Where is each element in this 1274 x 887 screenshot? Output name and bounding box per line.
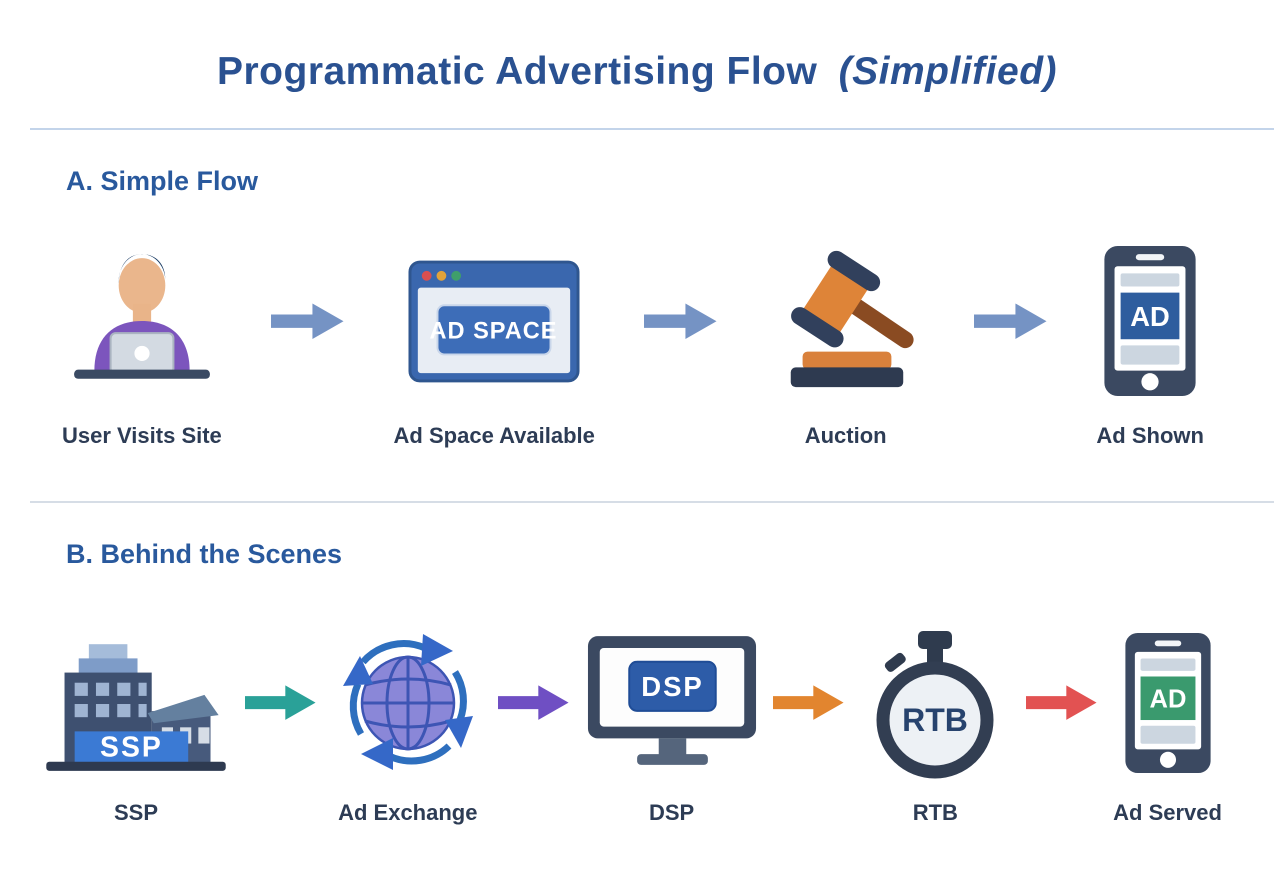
step-label: Ad Served bbox=[1113, 800, 1222, 825]
step-label: Ad Shown bbox=[1096, 423, 1204, 448]
step-user-visits-site: User Visits Site bbox=[62, 241, 222, 449]
user-at-laptop-icon bbox=[66, 241, 218, 401]
section-b-heading: B. Behind the Scenes bbox=[66, 539, 343, 569]
section-divider bbox=[30, 128, 1274, 130]
step-label: Ad Exchange bbox=[338, 800, 478, 825]
simple-flow-row: User Visits Site AD SPACE bbox=[0, 241, 1274, 449]
step-ad-served: AD Ad Served bbox=[1113, 628, 1222, 826]
dsp-badge: DSP bbox=[641, 671, 703, 702]
gavel-icon bbox=[767, 241, 925, 401]
flow-arrow-icon bbox=[772, 628, 845, 778]
step-label: SSP bbox=[113, 800, 159, 825]
smartphone-ad-icon: AD bbox=[1124, 628, 1212, 778]
step-dsp: DSP DSP bbox=[586, 628, 758, 826]
ssp-badge: SSP bbox=[100, 731, 163, 763]
step-ad-space-available: AD SPACE Ad Space Available bbox=[394, 241, 595, 449]
globe-exchange-icon bbox=[333, 628, 483, 778]
flow-arrow-icon bbox=[498, 628, 570, 778]
flow-arrow-icon bbox=[973, 241, 1048, 401]
page-title: Programmatic Advertising Flow (Simplifie… bbox=[0, 50, 1274, 94]
flow-arrow-icon bbox=[1025, 628, 1098, 778]
header: Programmatic Advertising Flow (Simplifie… bbox=[0, 0, 1274, 94]
section-behind-the-scenes: B. Behind the Scenes bbox=[0, 539, 1274, 826]
flow-arrow-icon bbox=[643, 241, 718, 401]
page-title-main: Programmatic Advertising Flow bbox=[216, 50, 818, 93]
flow-arrow-icon bbox=[245, 628, 317, 778]
section-divider bbox=[30, 501, 1274, 503]
step-label: DSP bbox=[648, 800, 695, 825]
section-simple-flow: A. Simple Flow User Visits Site bbox=[0, 166, 1274, 449]
step-label: User Visits Site bbox=[62, 423, 222, 448]
ad-space-badge: AD SPACE bbox=[430, 317, 558, 343]
flow-arrow-icon bbox=[270, 241, 345, 401]
desktop-monitor-icon: DSP bbox=[586, 628, 758, 778]
step-label: RTB bbox=[912, 800, 958, 825]
step-label: Ad Space Available bbox=[393, 423, 595, 448]
page-title-suffix: (Simplified) bbox=[838, 50, 1058, 93]
office-building-icon: SSP bbox=[42, 628, 230, 778]
ad-badge: AD bbox=[1149, 686, 1186, 714]
step-ssp: SSP SSP bbox=[42, 628, 230, 826]
stopwatch-icon: RTB bbox=[860, 628, 1010, 779]
browser-window-icon: AD SPACE bbox=[408, 241, 580, 401]
behind-the-scenes-row: SSP SSP bbox=[0, 628, 1274, 826]
ad-badge: AD bbox=[1130, 301, 1170, 332]
section-a-heading: A. Simple Flow bbox=[66, 166, 259, 196]
step-ad-shown: AD Ad Shown bbox=[1096, 241, 1204, 449]
step-rtb: RTB RTB bbox=[860, 628, 1010, 826]
step-label: Auction bbox=[804, 423, 887, 448]
step-auction: Auction bbox=[767, 241, 925, 449]
rtb-badge: RTB bbox=[902, 702, 968, 738]
step-ad-exchange: Ad Exchange bbox=[333, 628, 483, 826]
smartphone-ad-icon: AD bbox=[1103, 241, 1197, 401]
